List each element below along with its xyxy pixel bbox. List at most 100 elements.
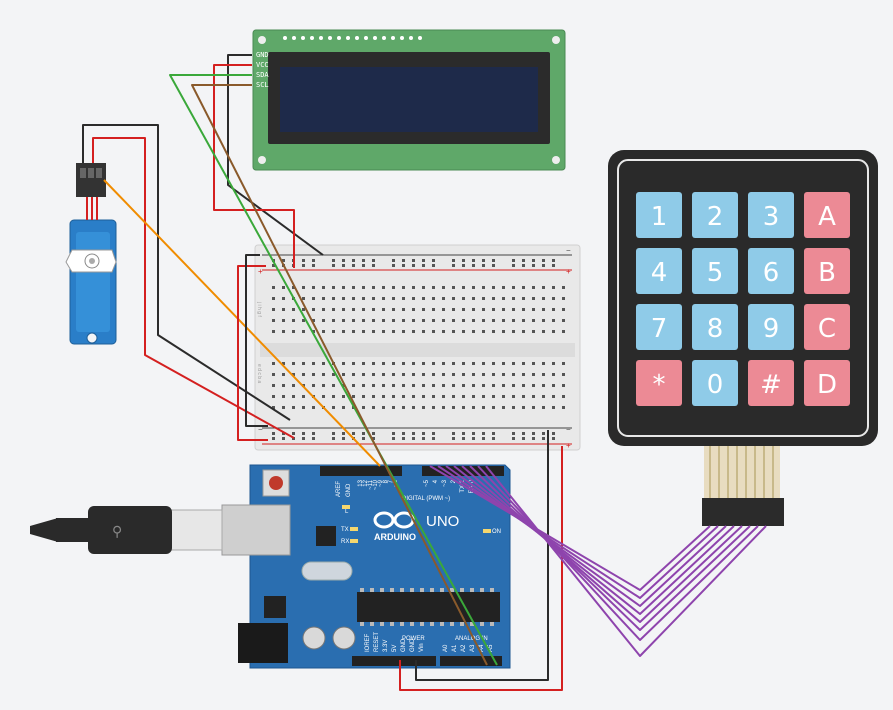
analog-header bbox=[440, 656, 502, 666]
wire-servo-gnd bbox=[82, 124, 291, 421]
analog-label: ANALOG IN bbox=[455, 636, 488, 642]
lcd-mount-hole bbox=[258, 36, 266, 44]
arduino-uno-board[interactable]: UNO ARDUINO DIGITAL (PWM ~) POWER ANALOG… bbox=[221, 464, 511, 669]
analog-pin-label: A4 bbox=[479, 644, 485, 652]
model-label: UNO bbox=[426, 513, 459, 530]
keypad-key[interactable]: 9 bbox=[748, 304, 794, 350]
digital-pin-label: RX 0 bbox=[469, 479, 475, 493]
digital-header-left bbox=[320, 466, 402, 476]
lcd-pin-label: SCL bbox=[256, 81, 269, 89]
digital-pin-label: ~11 bbox=[368, 479, 374, 489]
analog-pin-label: A5 bbox=[488, 644, 494, 652]
wire-lcd-scl bbox=[191, 84, 488, 666]
lcd-header-hole bbox=[346, 36, 350, 40]
lcd-header-hole bbox=[283, 36, 287, 40]
usb-icon: ⚲ bbox=[112, 524, 122, 540]
rail-plus-sign: + bbox=[566, 441, 571, 450]
keypad-key-label: C bbox=[818, 314, 836, 344]
keypad-key[interactable]: 4 bbox=[636, 248, 682, 294]
keypad-key-label: 0 bbox=[707, 370, 724, 400]
keypad-key[interactable]: 6 bbox=[748, 248, 794, 294]
usb-cable: ⚲ bbox=[30, 506, 223, 554]
lcd-header-hole bbox=[373, 36, 377, 40]
keypad-key[interactable]: 5 bbox=[692, 248, 738, 294]
power-pin-label: 3.3V bbox=[383, 640, 389, 652]
lcd-header-hole bbox=[391, 36, 395, 40]
keypad-key-label: B bbox=[818, 258, 836, 288]
rail-minus-sign: − bbox=[566, 246, 571, 255]
lcd-module[interactable]: GND VCC SDA SCL bbox=[252, 29, 566, 171]
keypad-key-label: D bbox=[817, 370, 837, 400]
keypad-key[interactable]: 3 bbox=[748, 192, 794, 238]
breadboard[interactable]: − + + − − + j i h g f e d c b a bbox=[254, 244, 581, 451]
keypad-key[interactable]: A bbox=[804, 192, 850, 238]
wire-arduino-5v bbox=[399, 446, 563, 691]
keypad-key[interactable]: 2 bbox=[692, 192, 738, 238]
dc-jack[interactable] bbox=[238, 623, 288, 663]
keypad-key[interactable]: 1 bbox=[636, 192, 682, 238]
lcd-header-hole bbox=[409, 36, 413, 40]
lcd-mount-hole bbox=[552, 36, 560, 44]
usb-chip bbox=[316, 526, 336, 546]
usb-port[interactable] bbox=[221, 504, 291, 556]
power-pin-label: GND bbox=[401, 638, 407, 652]
keypad-key[interactable]: C bbox=[804, 304, 850, 350]
aref-label: AREF bbox=[336, 481, 342, 497]
wire-rail-bridge-black bbox=[245, 254, 268, 427]
gnd-label: GND bbox=[346, 483, 352, 497]
wire-servo-signal bbox=[103, 179, 381, 467]
digital-pin-label: 2 bbox=[451, 479, 457, 483]
rail-plus-sign: + bbox=[566, 267, 571, 276]
keypad-key-label: # bbox=[760, 370, 782, 400]
row-letters: j i h g f bbox=[256, 301, 262, 317]
keypad-key[interactable]: 7 bbox=[636, 304, 682, 350]
crystal bbox=[301, 561, 353, 581]
digital-pin-label: ~10 bbox=[373, 479, 379, 490]
servo-motor[interactable] bbox=[65, 163, 117, 345]
analog-pin-label: A1 bbox=[452, 644, 458, 652]
keypad-key-label: 6 bbox=[763, 258, 780, 288]
lcd-screen bbox=[280, 67, 538, 132]
rail-plus-sign: + bbox=[258, 267, 263, 276]
lcd-header-hole bbox=[355, 36, 359, 40]
power-pin-label: 5V bbox=[392, 645, 398, 652]
digital-pin-label: 8 bbox=[383, 479, 389, 483]
lcd-pin-label: VCC bbox=[256, 61, 269, 69]
digital-label: DIGITAL (PWM ~) bbox=[402, 496, 450, 502]
lcd-header-hole bbox=[400, 36, 404, 40]
digital-pin-label: ~9 bbox=[378, 479, 384, 487]
keypad-key[interactable]: 8 bbox=[692, 304, 738, 350]
lcd-header-hole bbox=[418, 36, 422, 40]
lcd-header-hole bbox=[382, 36, 386, 40]
keypad-key[interactable]: * bbox=[636, 360, 682, 406]
lcd-pin-label: SDA bbox=[256, 71, 269, 79]
lcd-header-hole bbox=[364, 36, 368, 40]
power-header bbox=[352, 656, 436, 666]
power-label: POWER bbox=[402, 636, 425, 642]
keypad-key[interactable]: 0 bbox=[692, 360, 738, 406]
digital-pin-label: 7 bbox=[388, 479, 394, 483]
lcd-header-hole bbox=[337, 36, 341, 40]
digital-pin-label: 13 bbox=[358, 479, 364, 486]
analog-pin-label: A0 bbox=[443, 644, 449, 652]
atmega-chip bbox=[357, 592, 500, 622]
lcd-header-hole bbox=[301, 36, 305, 40]
rail-minus-sign: − bbox=[566, 425, 571, 434]
brand-label: ARDUINO bbox=[374, 532, 416, 542]
digital-pin-label: 12 bbox=[363, 479, 369, 486]
lcd-pin-label: GND bbox=[256, 51, 269, 59]
keypad-key[interactable]: B bbox=[804, 248, 850, 294]
lcd-mount-hole bbox=[258, 156, 266, 164]
wire-servo-power bbox=[92, 137, 295, 439]
row-letters: e d c b a bbox=[256, 364, 262, 383]
power-pin-label: Vin bbox=[419, 643, 425, 652]
keypad-ribbon bbox=[702, 446, 784, 526]
keypad-key[interactable]: D bbox=[804, 360, 850, 406]
rx-label: RX bbox=[341, 539, 349, 545]
center-channel bbox=[260, 343, 575, 357]
keypad-key[interactable]: # bbox=[748, 360, 794, 406]
keypad-key-label: * bbox=[653, 370, 666, 400]
analog-pin-label: A2 bbox=[461, 644, 467, 652]
